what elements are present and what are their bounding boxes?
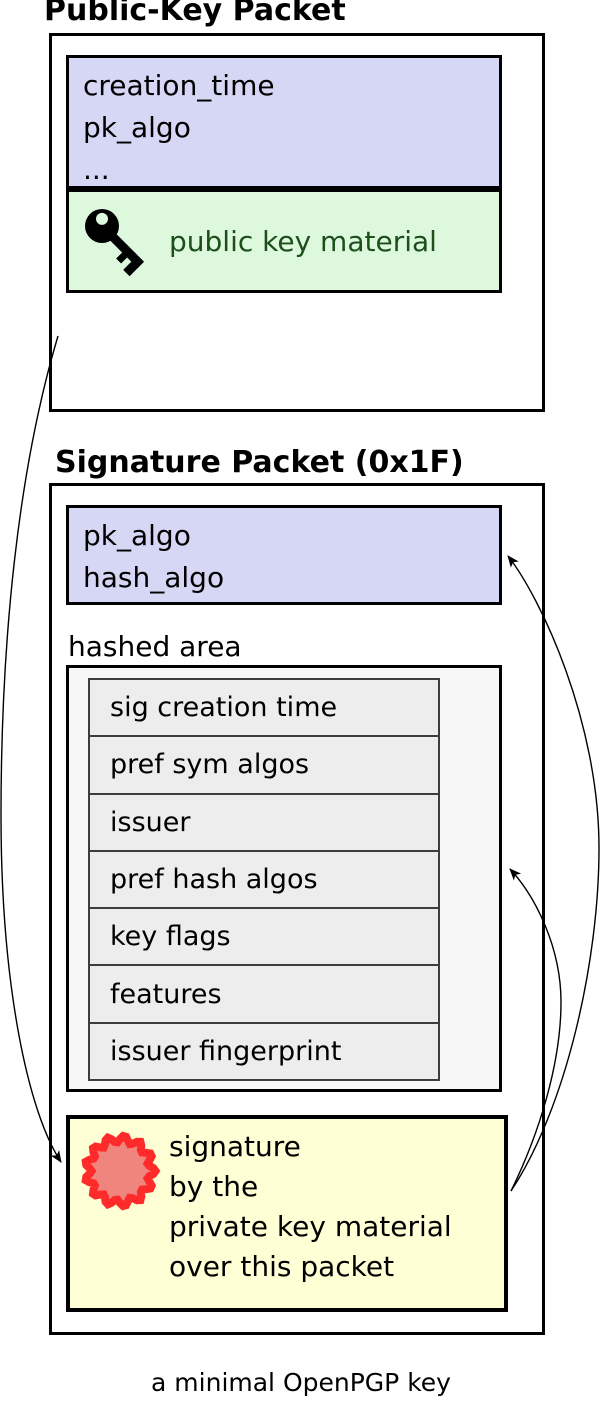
seal-path [81, 1131, 161, 1211]
subpacket-label: pref hash algos [110, 863, 318, 895]
signature-line: over this packet [169, 1250, 395, 1283]
figure-caption: a minimal OpenPGP key [151, 1368, 451, 1397]
field-pk-algo: pk_algo [83, 519, 191, 552]
subpacket-row: sig creation time [90, 680, 438, 736]
public-key-material-label: public key material [169, 224, 437, 258]
subpacket-label: key flags [110, 921, 231, 953]
public-key-packet-title: Public-Key Packet [44, 0, 346, 28]
subpacket-label: issuer [110, 806, 191, 838]
public-key-header-fields-box: creation_time pk_algo ... [66, 55, 502, 189]
field-pk-algo: pk_algo [83, 111, 191, 144]
subpacket-row: features [90, 964, 438, 1022]
field-ellipsis: ... [83, 153, 110, 186]
subpacket-label: sig creation time [110, 692, 338, 724]
field-hash-algo: hash_algo [83, 561, 225, 594]
seal-icon [81, 1131, 161, 1211]
signature-line: private key material [169, 1210, 452, 1243]
subpacket-label: features [110, 978, 222, 1010]
key-icon [85, 209, 145, 277]
hashed-subpackets-table: sig creation time pref sym algos issuer … [88, 678, 440, 1081]
signature-line: by the [169, 1170, 259, 1203]
signature-header-fields-box: pk_algo hash_algo [66, 505, 502, 605]
field-creation-time: creation_time [83, 69, 275, 102]
signature-packet-title: Signature Packet (0x1F) [55, 445, 464, 480]
subpacket-row: pref hash algos [90, 849, 438, 908]
subpacket-label: issuer fingerprint [110, 1035, 342, 1067]
signature-value-box: signature by the private key material ov… [66, 1115, 508, 1312]
subpacket-row: issuer fingerprint [90, 1021, 438, 1079]
signature-description: signature by the private key material ov… [169, 1127, 452, 1287]
subpacket-row: key flags [90, 907, 438, 965]
hashed-area-label: hashed area [68, 630, 242, 663]
subpacket-row: issuer [90, 792, 438, 850]
subpacket-row: pref sym algos [90, 735, 438, 793]
public-key-material-box: public key material [66, 189, 502, 293]
subpacket-label: pref sym algos [110, 749, 310, 781]
signature-line: signature [169, 1130, 301, 1163]
